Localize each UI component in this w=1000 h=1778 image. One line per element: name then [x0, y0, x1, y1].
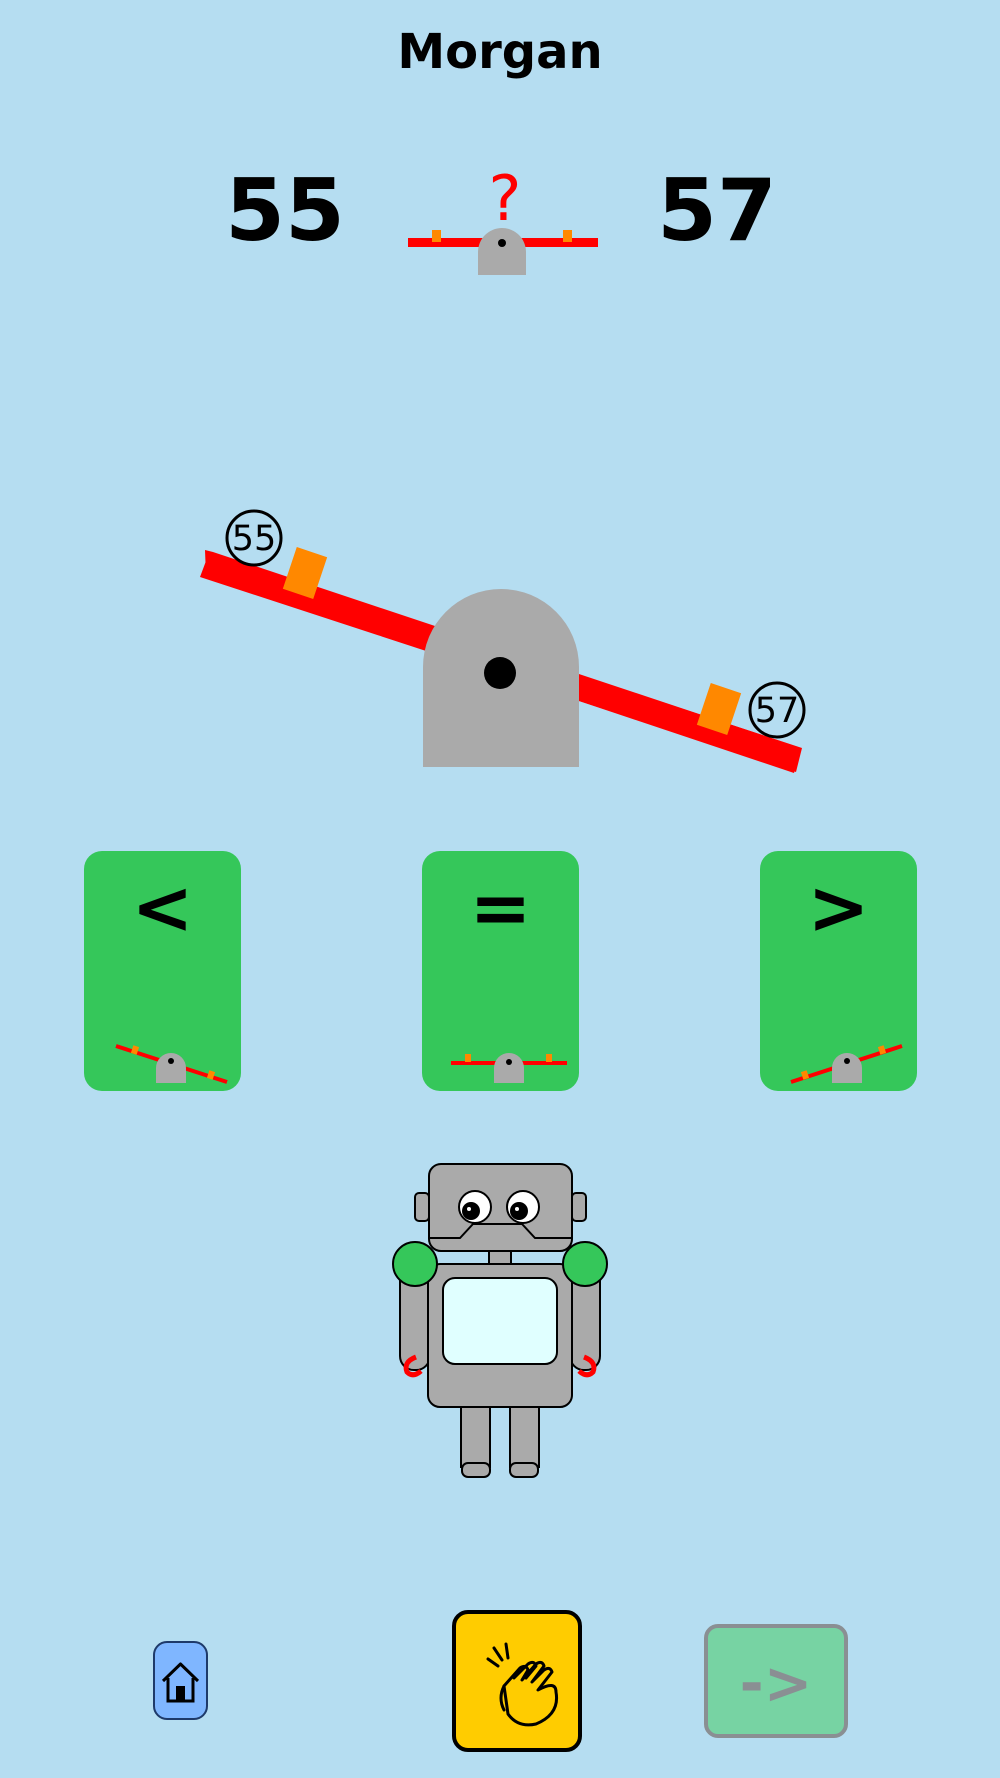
mini-seesaw-question: ? [408, 162, 598, 275]
mini-weight-left [432, 230, 441, 242]
mini-fulcrum [478, 228, 526, 275]
clapping-hands-icon [486, 1642, 559, 1727]
mini-weight-right [563, 230, 572, 242]
robot-leg-right [509, 1406, 540, 1468]
player-name: Morgan [397, 24, 603, 80]
robot-mascot [392, 1163, 608, 1478]
left-number: 55 [225, 161, 345, 261]
seesaw-left-up-icon [115, 1044, 228, 1084]
less-than-symbol: < [131, 865, 194, 951]
next-label: -> [739, 1649, 813, 1717]
clap-button[interactable] [452, 1610, 582, 1752]
seesaw-right-up-icon [790, 1044, 903, 1084]
robot-foot-right [509, 1462, 539, 1478]
seesaw-level-icon [451, 1053, 567, 1083]
robot-leg-left [460, 1406, 491, 1468]
robot-hand-left [403, 1354, 423, 1378]
equals-button[interactable]: = [422, 851, 579, 1091]
right-label: 57 [755, 691, 800, 731]
greater-than-button[interactable]: > [760, 851, 917, 1091]
left-label: 55 [232, 519, 277, 559]
right-number: 57 [657, 161, 777, 261]
less-than-button[interactable]: < [84, 851, 241, 1091]
left-weight [282, 547, 328, 599]
robot-mouth [429, 1223, 572, 1239]
right-label-badge: 57 [748, 681, 806, 739]
home-icon [161, 1662, 200, 1703]
robot-foot-left [461, 1462, 491, 1478]
robot-screen [442, 1277, 558, 1365]
fulcrum-pivot [484, 657, 516, 689]
main-seesaw: 55 57 [200, 509, 806, 773]
left-label-badge: 55 [225, 509, 283, 567]
greater-than-symbol: > [807, 865, 870, 951]
robot-shoulder-left [392, 1241, 438, 1287]
robot-eyes-icon [458, 1190, 540, 1224]
next-button[interactable]: -> [704, 1624, 848, 1738]
robot-ear-left [414, 1192, 430, 1222]
equals-symbol: = [469, 865, 532, 951]
robot-hand-right [577, 1354, 597, 1378]
home-button[interactable] [153, 1641, 208, 1720]
question-mark-icon: ? [489, 162, 522, 235]
robot-ear-right [571, 1192, 587, 1222]
robot-shoulder-right [562, 1241, 608, 1287]
robot-neck [488, 1250, 512, 1266]
right-weight [696, 683, 742, 735]
